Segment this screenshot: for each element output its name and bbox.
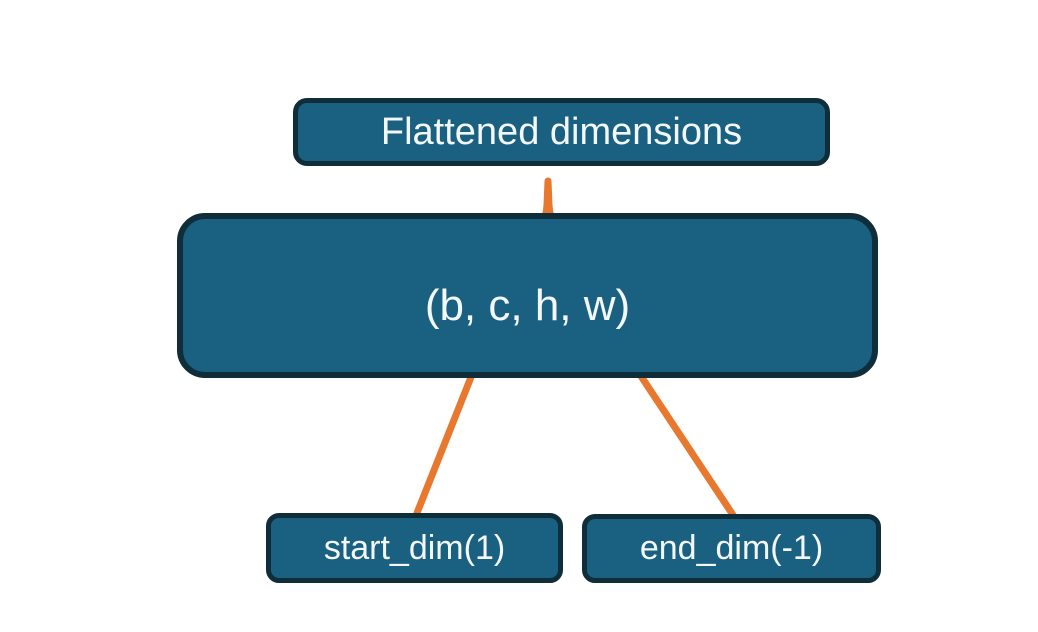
tensor-shape-box: (b, c, h, w): [177, 213, 878, 378]
tensor-shape-label: (b, c, h, w): [424, 280, 631, 330]
flattened-dimensions-box: Flattened dimensions: [293, 98, 830, 166]
end-dim-label: end_dim(-1): [639, 529, 824, 567]
end-dim-box: end_dim(-1): [582, 514, 881, 583]
start-dim-box: start_dim(1): [266, 513, 563, 583]
flattened-dimensions-label: Flattened dimensions: [380, 110, 743, 153]
start-dim-label: start_dim(1): [323, 528, 506, 567]
